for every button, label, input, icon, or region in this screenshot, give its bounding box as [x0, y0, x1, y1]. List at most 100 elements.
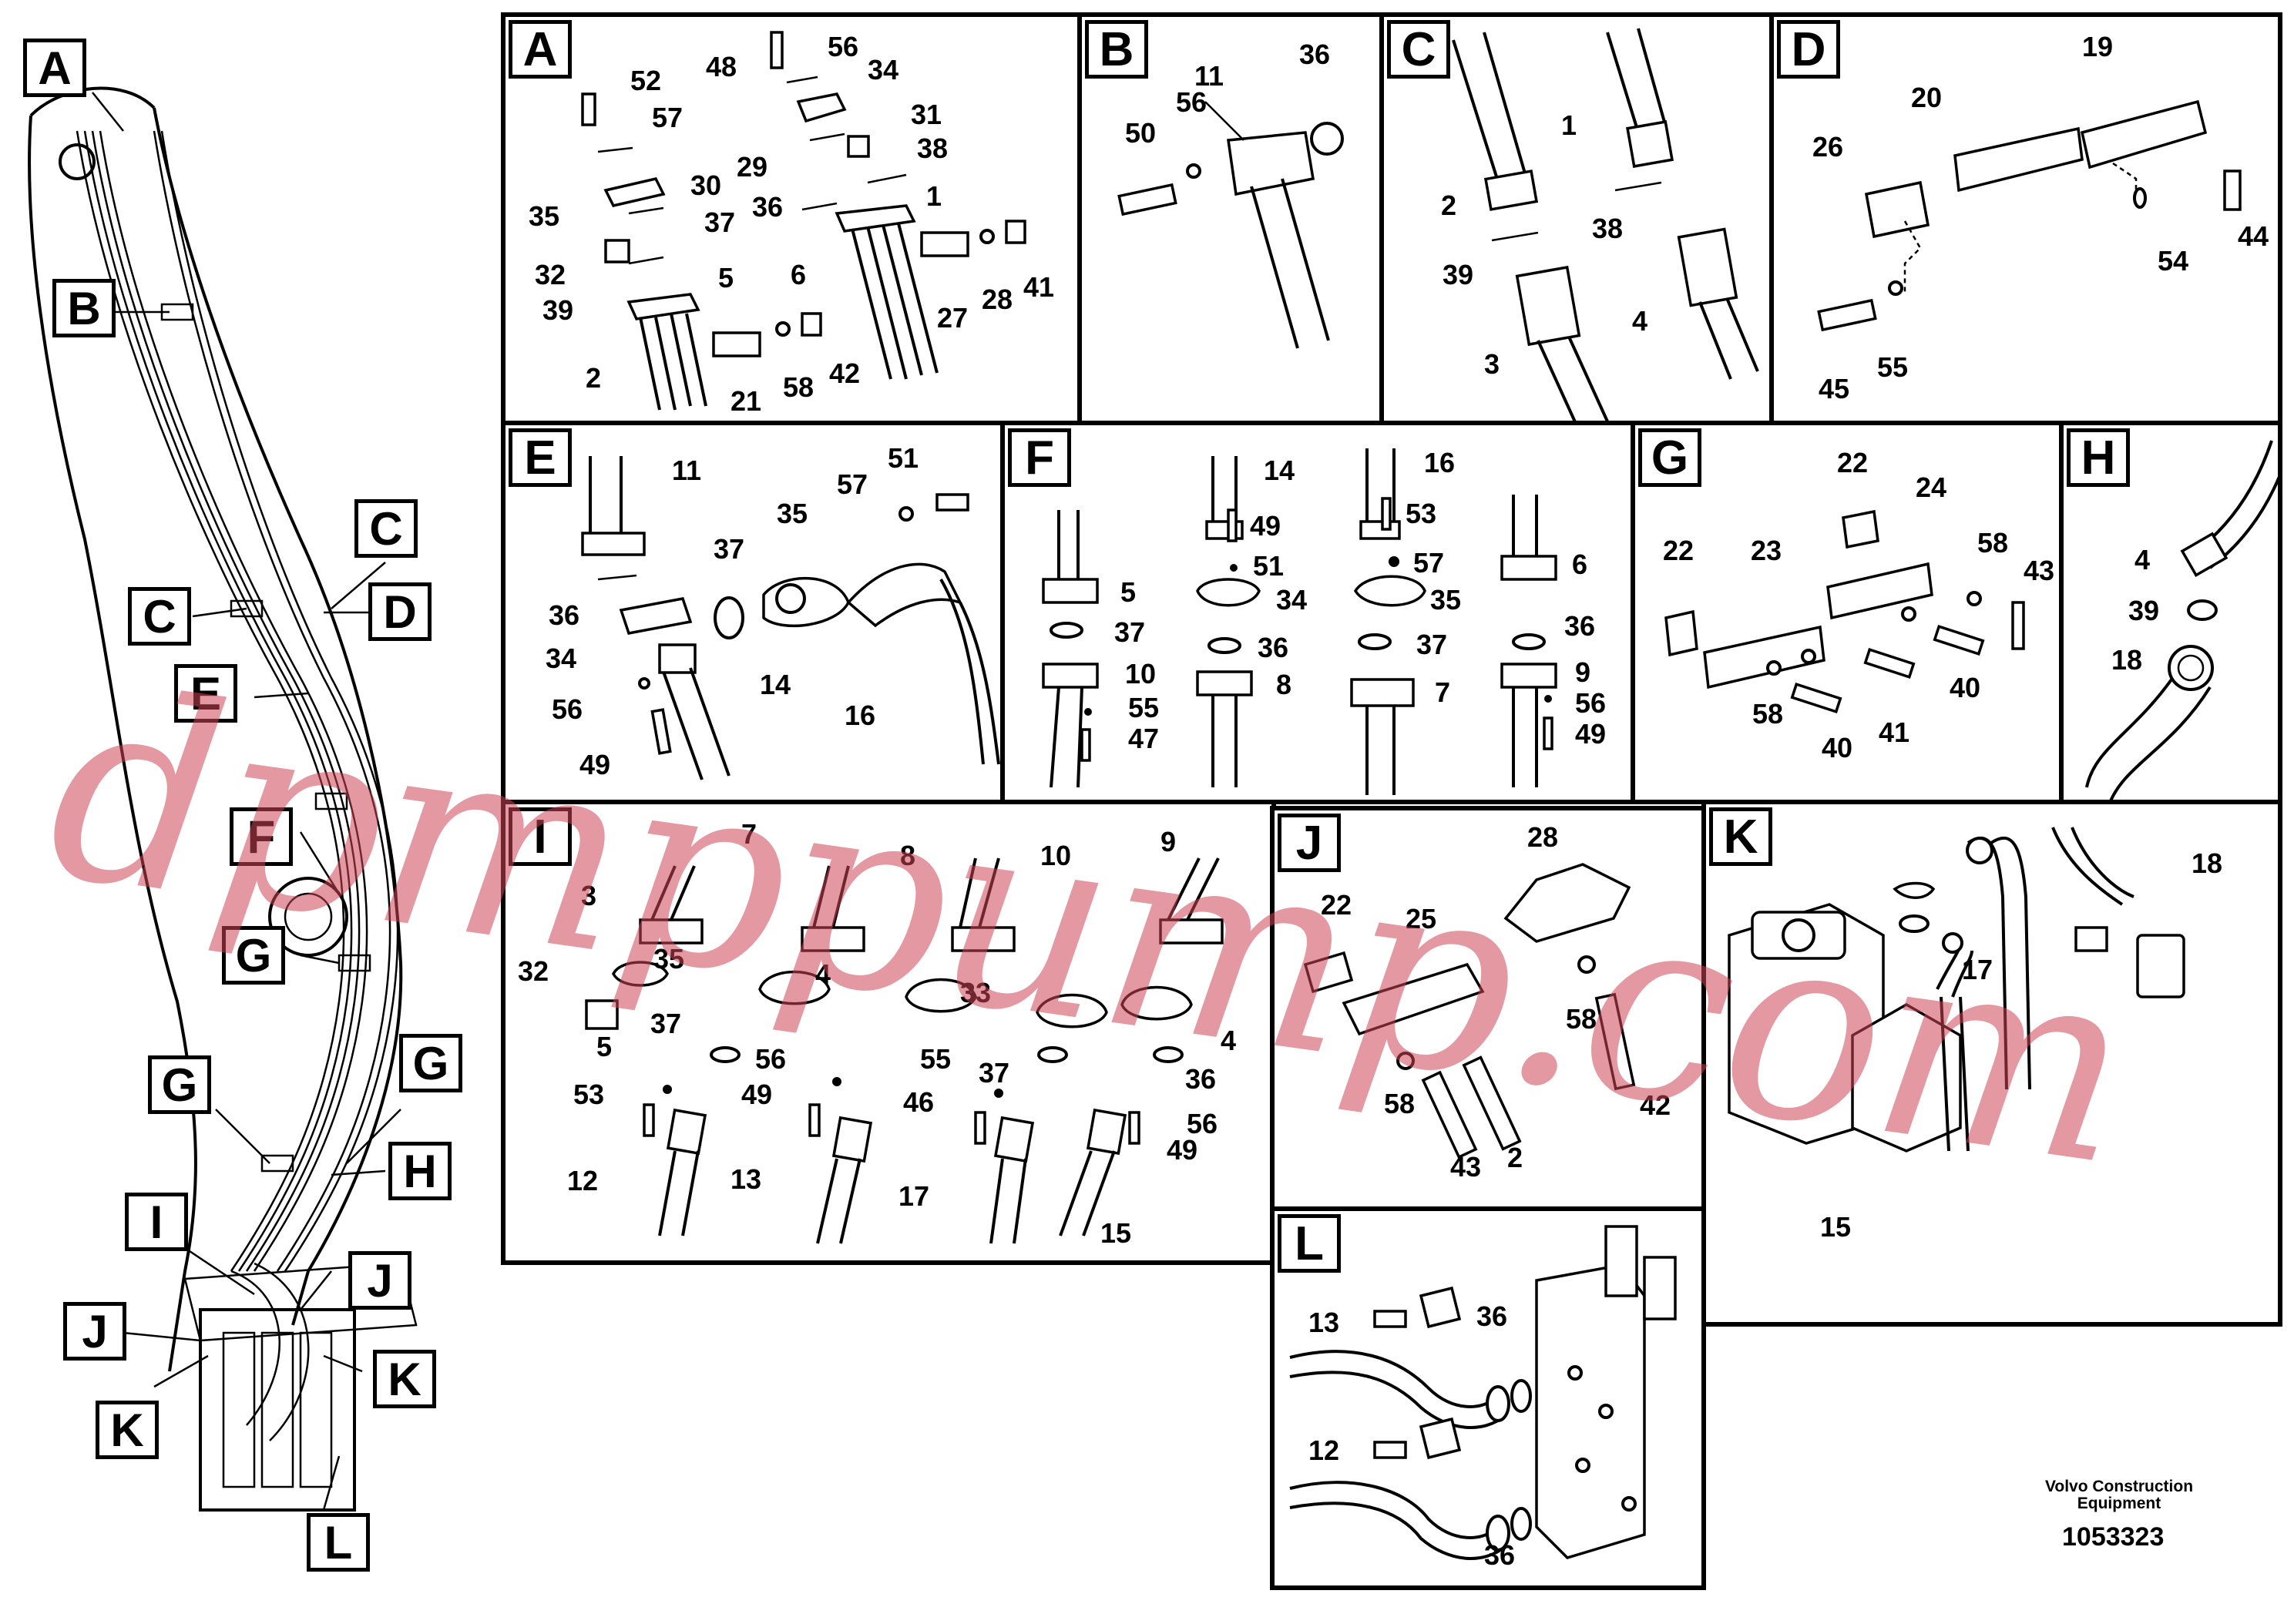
callout: 1 [926, 180, 942, 212]
callout: 58 [783, 371, 814, 403]
callout: 21 [731, 385, 762, 417]
panel-d-drawing [1817, 99, 2242, 332]
callout: 13 [731, 1163, 762, 1195]
callout: 27 [937, 302, 969, 334]
callout: 49 [741, 1079, 773, 1110]
callout: 36 [1476, 1300, 1508, 1332]
callout: 42 [829, 357, 861, 389]
callout: 12 [567, 1165, 599, 1196]
callout: 15 [1100, 1217, 1132, 1249]
callout: 47 [1128, 723, 1160, 754]
callout: 55 [1128, 692, 1160, 723]
panel-f-drawing [1042, 448, 1557, 795]
detail-panel-d: D 19 20 26 44 54 45 55 [1769, 12, 2282, 427]
panel-j-title: J [1278, 814, 1341, 872]
panel-k-title: K [1709, 807, 1772, 866]
callout: 50 [1125, 117, 1157, 149]
callout: 1 [1561, 109, 1577, 141]
callout: 35 [529, 200, 560, 232]
detail-panel-g: G 22 24 22 23 58 43 40 58 41 40 [1631, 421, 2064, 804]
callout: 36 [752, 191, 784, 223]
overview-tag-e: E [174, 664, 237, 723]
panel-b-title: B [1085, 20, 1148, 79]
panel-k-drawing [1728, 827, 2185, 1153]
callout: 8 [1276, 669, 1292, 700]
callout: 34 [546, 643, 577, 674]
panel-l-title: L [1278, 1214, 1341, 1273]
footer-company-line2: Equipment [2077, 1495, 2161, 1512]
panel-l-drawing [1289, 1225, 1677, 1560]
callout: 14 [1264, 455, 1295, 486]
callout: 16 [845, 700, 876, 731]
callout: 30 [690, 169, 722, 201]
callout: 7 [741, 818, 757, 850]
callout: 2 [1441, 190, 1457, 221]
callout: 35 [1430, 584, 1462, 616]
panel-h-title: H [2067, 428, 2130, 487]
callout: 36 [549, 599, 580, 631]
callout: 49 [1575, 718, 1607, 750]
callout: 3 [1484, 348, 1500, 380]
callout: 4 [2134, 544, 2151, 575]
overview-tag-d: D [368, 582, 432, 641]
callout: 11 [1194, 60, 1224, 92]
overview-tag-f: F [230, 807, 293, 866]
callout: 43 [2024, 555, 2055, 586]
callout: 14 [760, 669, 791, 700]
detail-panel-h: H 4 39 18 [2059, 421, 2282, 804]
callout: 7 [1435, 676, 1451, 708]
panel-a-title: A [509, 20, 572, 79]
callout: 40 [1950, 672, 1981, 703]
panel-e-drawing [581, 456, 1000, 780]
callout: 44 [2238, 220, 2269, 252]
callout: 53 [1406, 498, 1437, 529]
footer-company: Volvo Construction [2044, 1478, 2194, 1495]
callout: 39 [1443, 259, 1474, 290]
callout: 51 [888, 442, 919, 474]
callout: 37 [979, 1057, 1010, 1089]
panel-c-title: C [1387, 20, 1450, 79]
callout: 39 [542, 294, 574, 326]
drawing-number: 1053323 [2062, 1522, 2165, 1552]
callout: 3 [581, 880, 597, 911]
callout: 55 [1877, 351, 1909, 383]
callout: 40 [1822, 732, 1853, 763]
callout: 43 [1450, 1151, 1482, 1183]
callout: 56 [755, 1043, 787, 1075]
callout: 37 [714, 533, 745, 565]
callout: 28 [982, 284, 1013, 315]
callout: 49 [579, 749, 611, 780]
callout: 53 [573, 1079, 605, 1110]
callout: 36 [1564, 610, 1596, 642]
callout: 4 [815, 958, 831, 990]
callout: 56 [828, 31, 859, 62]
callout: 31 [911, 99, 942, 130]
callout: 54 [2158, 245, 2189, 277]
callout: 38 [1592, 213, 1624, 244]
callout: 56 [1187, 1108, 1218, 1139]
detail-panel-b: B 11 36 50 56 [1077, 12, 1384, 427]
overview-tag-k-left: K [96, 1401, 159, 1459]
detail-panel-f: F 14 16 53 49 51 57 6 5 34 35 37 36 37 3… [1000, 421, 1635, 804]
callout: 12 [1308, 1434, 1340, 1466]
callout: 52 [630, 65, 662, 96]
callout: 5 [1120, 576, 1137, 608]
callout: 48 [706, 51, 737, 82]
callout: 10 [1125, 658, 1157, 690]
callout: 15 [1820, 1211, 1852, 1243]
callout: 8 [900, 840, 916, 871]
callout: 38 [917, 133, 949, 164]
callout: 36 [1258, 632, 1289, 663]
callout: 17 [1962, 954, 1993, 985]
callout: 33 [960, 977, 992, 1008]
overview-tag-j-left: J [63, 1302, 126, 1361]
callout: 58 [1384, 1088, 1416, 1119]
callout: 18 [2192, 847, 2223, 879]
panel-a-drawing [581, 31, 1026, 411]
panel-i-title: I [509, 807, 572, 866]
overview-tag-a: A [23, 39, 86, 97]
panel-b-drawing [1117, 101, 1344, 349]
panel-j-drawing [1303, 863, 1636, 1159]
boom-overview: A B C C D E F G G G H I J J K K L [0, 0, 501, 1620]
callout: 56 [1176, 86, 1207, 118]
